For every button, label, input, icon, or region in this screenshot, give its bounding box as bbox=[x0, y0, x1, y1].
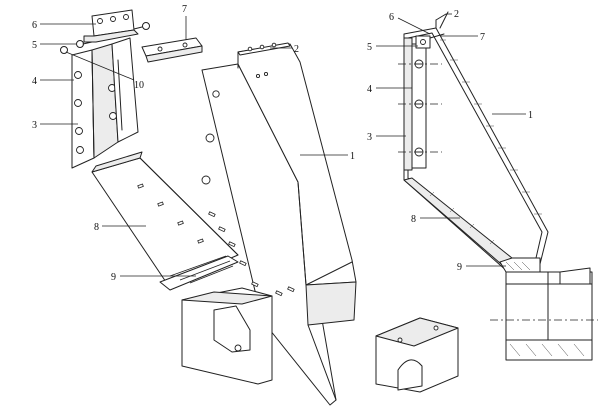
part-3-angle-plate bbox=[71, 43, 119, 169]
part-4-rib-plate bbox=[111, 37, 139, 143]
section-label-part-4: 4 bbox=[367, 84, 372, 95]
part-8-chute-plate bbox=[91, 151, 239, 286]
support-block-left bbox=[181, 287, 273, 385]
label-part-7: 7 bbox=[182, 4, 187, 15]
section-label-part-7: 7 bbox=[480, 32, 485, 43]
exploded-labels: 1 2 3 4 5 6 7 8 9 10 bbox=[32, 4, 355, 283]
section-label-part-2: 2 bbox=[454, 9, 459, 20]
part-7-small-angle bbox=[141, 37, 203, 63]
section-label-part-5: 5 bbox=[367, 42, 372, 53]
exploded-view: 1 2 3 4 5 6 7 8 9 10 bbox=[32, 4, 459, 406]
section-label-part-8: 8 bbox=[411, 214, 416, 225]
label-part-9: 9 bbox=[111, 272, 116, 283]
section-label-part-1: 1 bbox=[528, 110, 533, 121]
section-view: 1 2 3 4 5 6 7 8 9 bbox=[367, 9, 598, 361]
label-part-10: 10 bbox=[134, 80, 144, 91]
section-labels: 1 2 3 4 5 6 7 8 9 bbox=[367, 9, 533, 273]
label-part-6: 6 bbox=[32, 20, 37, 31]
label-part-2: 2 bbox=[294, 44, 299, 55]
support-block-right bbox=[375, 317, 459, 393]
part-1-side-plate bbox=[201, 43, 357, 406]
part-2-top-strip bbox=[237, 42, 291, 56]
label-part-1: 1 bbox=[350, 151, 355, 162]
part-10-bolt bbox=[60, 22, 150, 54]
label-part-3: 3 bbox=[32, 120, 37, 131]
section-hatch-bottom bbox=[429, 191, 495, 245]
part-6-top-bracket bbox=[83, 9, 139, 43]
label-part-5: 5 bbox=[32, 40, 37, 51]
section-label-part-6: 6 bbox=[389, 12, 394, 23]
section-hatch-outer bbox=[440, 39, 542, 215]
part-5-bolt bbox=[76, 40, 93, 48]
section-label-part-3: 3 bbox=[367, 132, 372, 143]
part-9-lip bbox=[159, 255, 239, 291]
section-support-block bbox=[490, 267, 598, 361]
section-label-part-9: 9 bbox=[457, 262, 462, 273]
label-part-4: 4 bbox=[32, 76, 37, 87]
label-part-8: 8 bbox=[94, 222, 99, 233]
